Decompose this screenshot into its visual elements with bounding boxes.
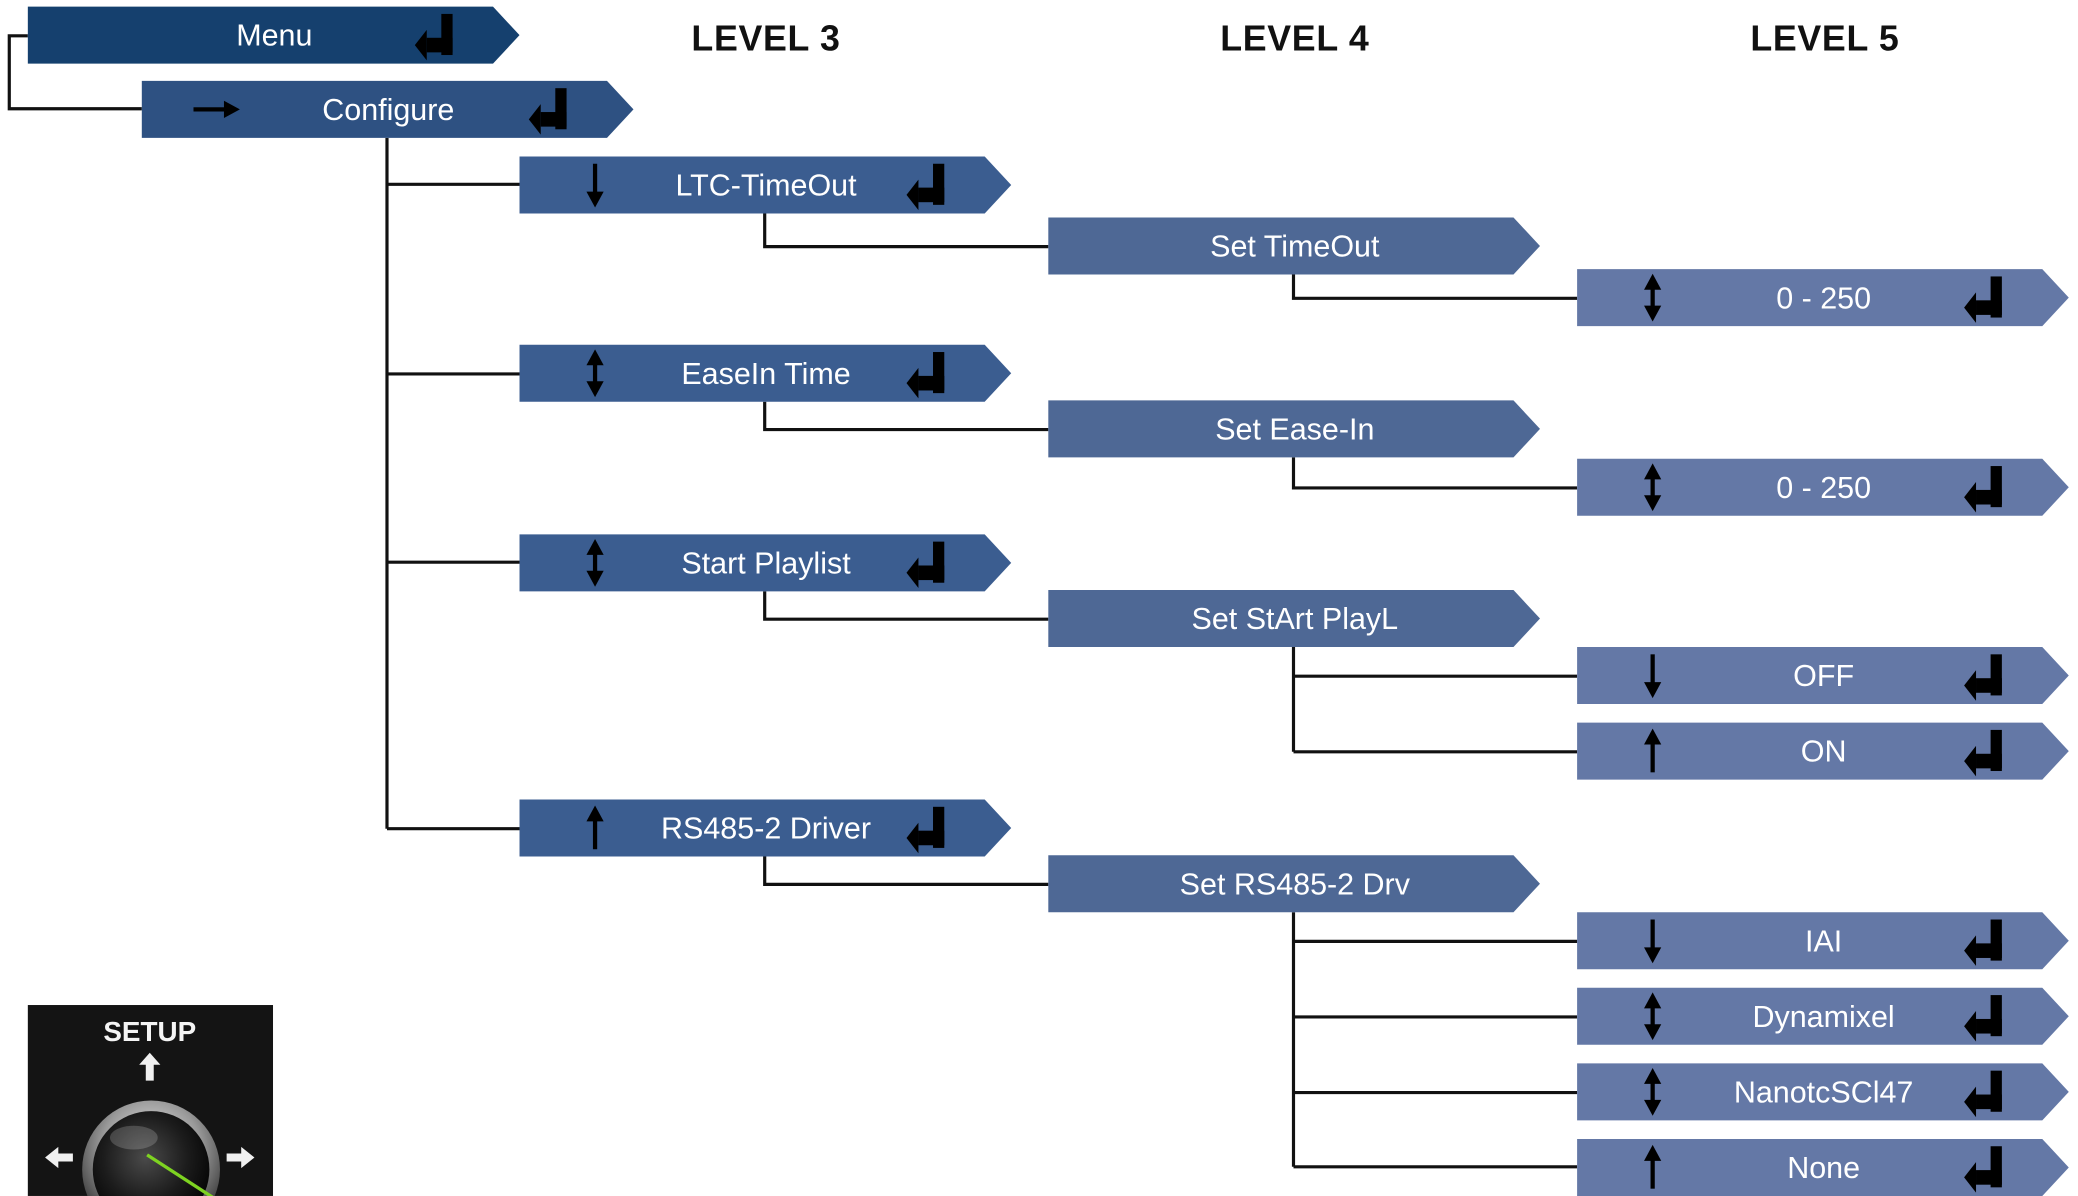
connector-lines [7,34,1578,1169]
menu-item-label: ON [1801,735,1847,769]
menu-item-ltc-timeout[interactable]: LTC-TimeOut [519,156,1012,214]
connector-line [1291,274,1578,300]
menu-item-box [1577,458,2069,516]
menu-item-drv-none[interactable]: None [1577,1138,2069,1196]
menu-item-box [1577,987,2069,1045]
menu-item-label: Set RS485-2 Drv [1180,867,1411,901]
menu-item-easein-time[interactable]: EaseIn Time [519,344,1012,402]
menu-item-drv-nanotec[interactable]: NanotcSCl47 [1577,1063,2069,1121]
menu-item-label: Set StArt PlayL [1192,602,1399,636]
setup-label: SETUP [103,1016,196,1047]
menu-item-box [519,344,1012,402]
menu-item-box [1577,722,2069,780]
menu-item-box [1048,590,1540,648]
menu-item-box [1048,855,1540,913]
menu-item-label: 0 - 250 [1776,471,1871,505]
rotary-knob-icon [82,1100,220,1196]
arrow-left-icon [45,1146,73,1169]
menu-item-set-rs485-drv[interactable]: Set RS485-2 Drv [1048,855,1540,913]
menu-item-label: OFF [1793,659,1854,693]
menu-item-start-playlist[interactable]: Start Playlist [519,534,1012,592]
menu-item-label: EaseIn Time [681,357,850,391]
menu-item-label: Start Playlist [681,546,851,580]
menu-item-menu[interactable]: Menu [27,6,520,64]
menu-item-label: Configure [322,93,454,127]
menu-item-label: RS485-2 Driver [661,812,871,846]
menu-item-set-easein[interactable]: Set Ease-In [1048,400,1540,458]
connector-line [763,591,1049,621]
menu-item-label: NanotcSCl47 [1734,1075,1913,1109]
menu-item-box [519,156,1012,214]
setup-panel-graphic: SETUP [45,1016,255,1196]
level-4-header: LEVEL 4 [1220,18,1370,59]
connector-line [763,213,1049,249]
menu-item-box [1048,217,1540,275]
connector-line [1291,457,1578,490]
setup-panel: SETUP [27,1005,274,1196]
arrow-right-icon [226,1146,255,1169]
menu-item-box [141,80,634,138]
menu-item-playlist-on[interactable]: ON [1577,722,2069,780]
menu-item-label: Dynamixel [1753,1000,1895,1034]
menu-item-label: Set TimeOut [1210,230,1380,264]
menu-item-box [1048,400,1540,458]
level-5-header: LEVEL 5 [1750,18,1900,59]
menu-item-label: Set Ease-In [1215,413,1374,447]
menu-item-timeout-value[interactable]: 0 - 250 [1577,269,2069,327]
menu-item-box [1577,1138,2069,1196]
menu-item-label: 0 - 250 [1776,281,1871,315]
menu-item-drv-iai[interactable]: IAI [1577,912,2069,970]
menu-item-easein-value[interactable]: 0 - 250 [1577,458,2069,516]
menu-item-set-timeout[interactable]: Set TimeOut [1048,217,1540,275]
menu-item-box [519,799,1012,857]
arrow-up-icon [139,1052,161,1081]
menu-item-label: LTC-TimeOut [675,169,857,203]
menu-item-label: IAI [1805,924,1842,958]
connector-line [7,34,142,111]
menu-item-label: None [1787,1151,1860,1185]
menu-item-box [1577,912,2069,970]
level-3-header: LEVEL 3 [691,18,841,59]
menu-item-box [1577,1063,2069,1121]
menu-item-set-start-playl[interactable]: Set StArt PlayL [1048,590,1540,648]
menu-item-box [27,6,520,64]
menu-item-playlist-off[interactable]: OFF [1577,647,2069,705]
menu-item-rs485-driver[interactable]: RS485-2 Driver [519,799,1012,857]
menu-item-box [519,534,1012,592]
menu-item-drv-dynamixel[interactable]: Dynamixel [1577,987,2069,1045]
menu-item-configure[interactable]: Configure [141,80,634,138]
menu-item-box [1577,647,2069,705]
menu-item-label: Menu [236,19,312,53]
menu-item-box [1577,269,2069,327]
connector-line [763,856,1049,886]
connector-line [763,401,1049,432]
